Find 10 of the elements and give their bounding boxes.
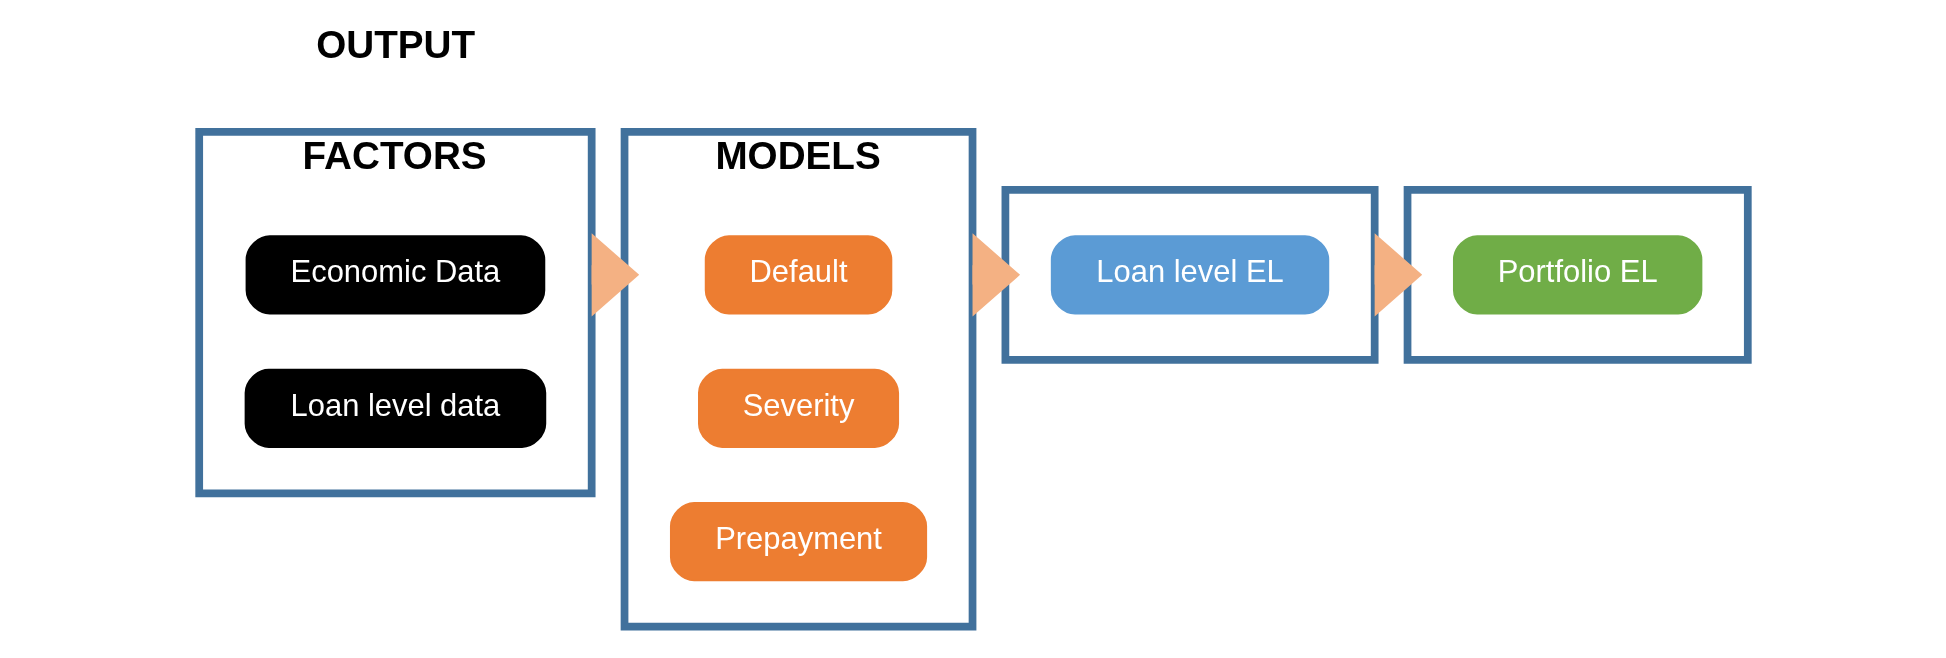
node-box: Economic Data <box>245 235 545 315</box>
node-box: Portfolio EL <box>1452 235 1702 315</box>
node-box: Prepayment <box>669 502 927 582</box>
node-box: Default <box>704 235 892 315</box>
node-box: Severity <box>697 368 899 448</box>
label: OUTPUT <box>315 23 475 67</box>
cluster <box>1403 185 1752 364</box>
node-box: Loan level data <box>244 368 546 448</box>
cluster <box>1001 185 1379 364</box>
node-box: Loan level EL <box>1050 235 1329 315</box>
